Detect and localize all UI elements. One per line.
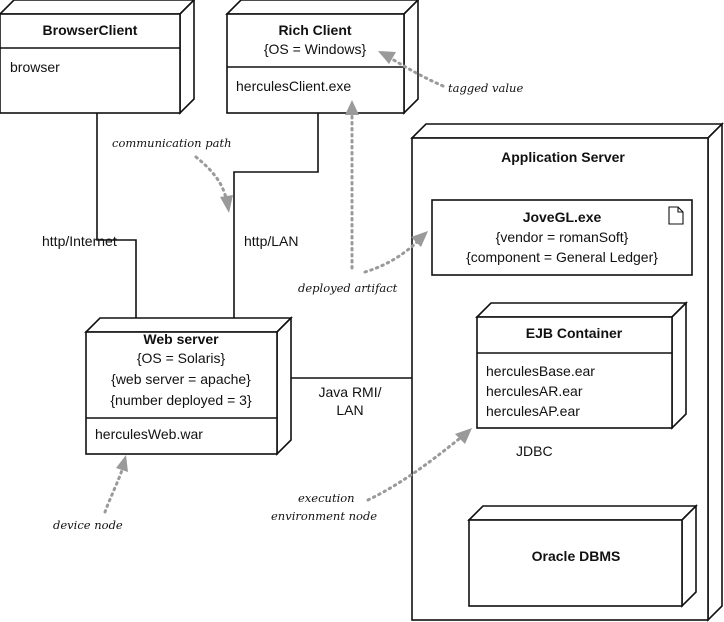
java-rmi-label: Java RMI/ — [318, 384, 381, 400]
browser-client-node[interactable]: BrowserClient browser — [0, 0, 196, 115]
device-node-pointer — [103, 455, 128, 514]
jovegl-vendor-tag: {vendor = romanSoft} — [496, 229, 629, 245]
document-icon — [668, 206, 684, 225]
web-server-apache-tag: {web server = apache} — [111, 371, 251, 387]
ejb-artifact-ar: herculesAR.ear — [486, 383, 583, 399]
oracle-dbms-node[interactable]: Oracle DBMS — [467, 504, 698, 608]
oracle-dbms-title: Oracle DBMS — [532, 548, 621, 564]
rich-client-artifact: herculesClient.exe — [236, 78, 351, 94]
web-server-os-tag: {OS = Solaris} — [137, 350, 226, 366]
communication-path-note: communication path — [112, 136, 232, 150]
jdbc-label: JDBC — [516, 443, 553, 459]
web-server-deployed-tag: {number deployed = 3} — [110, 392, 252, 408]
deployed-artifact-note: deployed artifact — [298, 281, 398, 295]
java-rmi-lan-label: LAN — [336, 402, 363, 418]
browser-web-connection — [96, 113, 137, 318]
http-lan-label: http/LAN — [244, 233, 298, 249]
rich-client-node[interactable]: Rich Client {OS = Windows} herculesClien… — [225, 0, 420, 115]
browser-client-title: BrowserClient — [43, 22, 138, 38]
tagged-value-note: tagged value — [448, 81, 523, 95]
jovegl-component-tag: {component = General Ledger} — [466, 249, 658, 265]
device-node-note: device node — [53, 518, 123, 532]
rich-client-title: Rich Client — [278, 22, 351, 38]
rich-web-connection — [233, 113, 319, 318]
application-server-title: Application Server — [501, 149, 625, 165]
communication-path-pointer — [194, 155, 233, 213]
rich-client-os-tag: {OS = Windows} — [264, 41, 367, 57]
execution-note-line2: environment node — [271, 509, 377, 523]
ejb-artifact-ap: herculesAP.ear — [486, 403, 580, 419]
browser-artifact: browser — [10, 59, 60, 75]
execution-environment-pointer — [366, 428, 472, 502]
http-internet-label: http/Internet — [42, 233, 117, 249]
jovegl-artifact[interactable]: JoveGL.exe {vendor = romanSoft} {compone… — [431, 199, 693, 276]
ejb-container-node[interactable]: EJB Container herculesBase.ear herculesA… — [475, 301, 688, 430]
web-server-node[interactable]: Web server {OS = Solaris} {web server = … — [84, 316, 293, 456]
web-server-title: Web server — [143, 331, 219, 347]
ejb-container-title: EJB Container — [526, 325, 623, 341]
tagged-value-pointer — [378, 51, 445, 88]
deployed-artifact-pointer-1 — [345, 100, 359, 270]
ejb-artifact-base: herculesBase.ear — [486, 363, 595, 379]
web-server-artifact: herculesWeb.war — [95, 426, 203, 442]
execution-note-line1: execution — [298, 491, 355, 505]
deployed-artifact-pointer-2 — [363, 231, 428, 274]
jovegl-title: JoveGL.exe — [523, 209, 602, 225]
